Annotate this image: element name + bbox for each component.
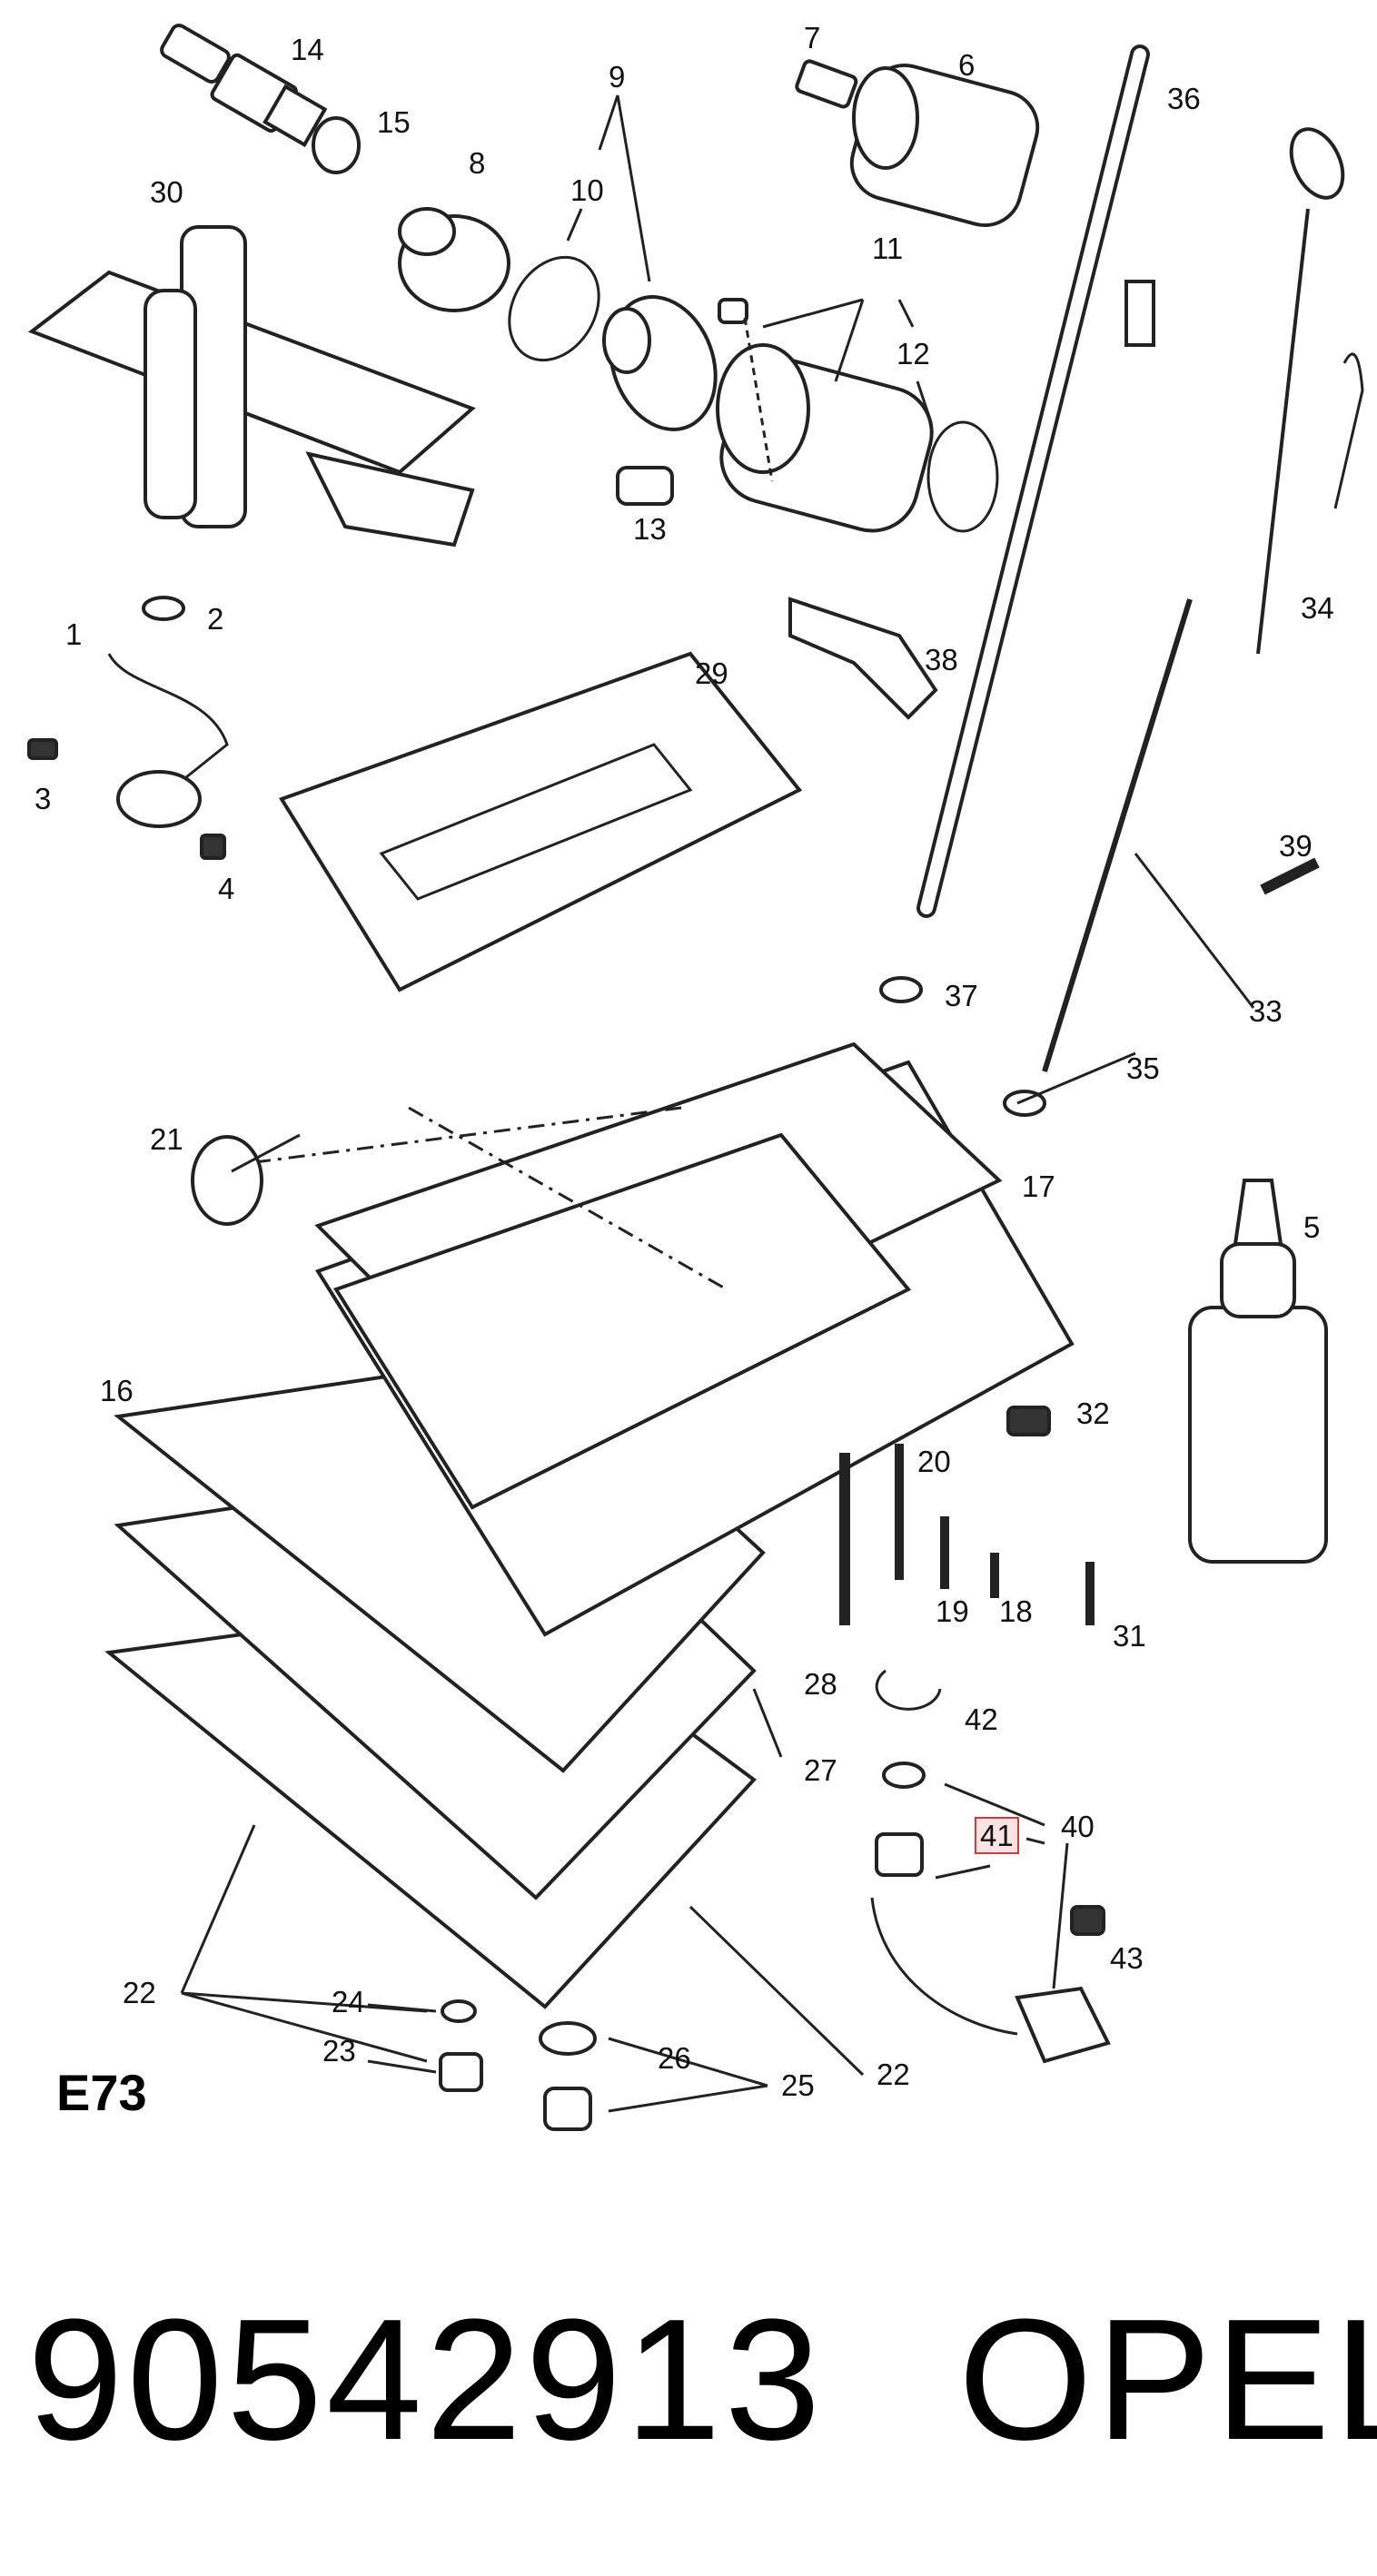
callout-1: 1 <box>65 617 83 651</box>
callout-20: 20 <box>917 1445 951 1478</box>
callout-34: 34 <box>1301 591 1334 625</box>
callout-41-highlighted: 41 <box>975 1817 1019 1854</box>
callout-37: 37 <box>945 979 978 1012</box>
callout-11: 11 <box>872 232 904 265</box>
callout-22a: 22 <box>123 1976 156 2009</box>
callout-40: 40 <box>1061 1810 1095 1843</box>
callout-38: 38 <box>925 643 958 676</box>
callout-17: 17 <box>1022 1170 1055 1203</box>
callout-42: 42 <box>965 1703 998 1736</box>
oil-filter-part <box>795 59 1040 228</box>
callout-30: 30 <box>150 175 183 209</box>
callout-25: 25 <box>781 2068 815 2102</box>
callout-9: 9 <box>609 60 626 94</box>
callout-15: 15 <box>377 105 411 139</box>
filter-housing-cap-part <box>398 207 718 431</box>
filter-housing-part <box>616 298 999 533</box>
callout-22b: 22 <box>877 2058 910 2091</box>
brand-name: OPEL <box>958 2284 1377 2476</box>
callout-16: 16 <box>100 1374 134 1407</box>
callout-2: 2 <box>207 602 224 636</box>
callout-19: 19 <box>936 1594 969 1628</box>
callout-6: 6 <box>958 48 976 82</box>
callout-12: 12 <box>897 337 930 370</box>
callout-28: 28 <box>804 1667 837 1701</box>
washer-37 <box>879 976 923 1003</box>
diagram-code: E73 <box>56 2064 147 2121</box>
callout-3: 3 <box>35 782 52 815</box>
callout-14: 14 <box>291 33 324 66</box>
sealant-bottle-part <box>1188 1179 1328 1564</box>
bolts-group <box>839 857 1320 1936</box>
callout-10: 10 <box>570 173 604 207</box>
callout-31: 31 <box>1113 1619 1146 1653</box>
callout-23: 23 <box>322 2034 356 2068</box>
drain-plugs <box>439 1999 597 2131</box>
callout-4: 4 <box>218 872 235 905</box>
callout-39: 39 <box>1279 829 1313 863</box>
callout-35: 35 <box>1126 1051 1160 1085</box>
baffle-plate-part <box>278 597 938 992</box>
callout-27: 27 <box>804 1753 837 1787</box>
callout-8: 8 <box>469 146 486 180</box>
callout-43: 43 <box>1110 1941 1144 1975</box>
dipstick-tube-part <box>916 44 1364 1072</box>
callout-7: 7 <box>804 21 821 54</box>
callout-18: 18 <box>999 1594 1033 1628</box>
part-number: 90542913 <box>27 2284 825 2476</box>
oil-level-sensor-part <box>870 1762 1111 2064</box>
sealant-tube-part <box>27 225 476 548</box>
callout-24: 24 <box>332 1985 365 2018</box>
callout-26: 26 <box>658 2041 691 2075</box>
callout-21: 21 <box>150 1122 183 1156</box>
callout-32: 32 <box>1076 1397 1110 1430</box>
callout-33: 33 <box>1249 994 1283 1028</box>
callout-36: 36 <box>1167 82 1201 115</box>
plug-part <box>191 1135 263 1226</box>
sender-unit-part <box>160 23 361 174</box>
oil-strainer-part <box>27 596 229 860</box>
leader-lines <box>180 94 1255 2113</box>
callout-13: 13 <box>633 512 667 546</box>
oil-pan-assembly <box>104 1041 1075 2009</box>
callout-29: 29 <box>695 656 728 690</box>
callout-5: 5 <box>1303 1210 1321 1244</box>
